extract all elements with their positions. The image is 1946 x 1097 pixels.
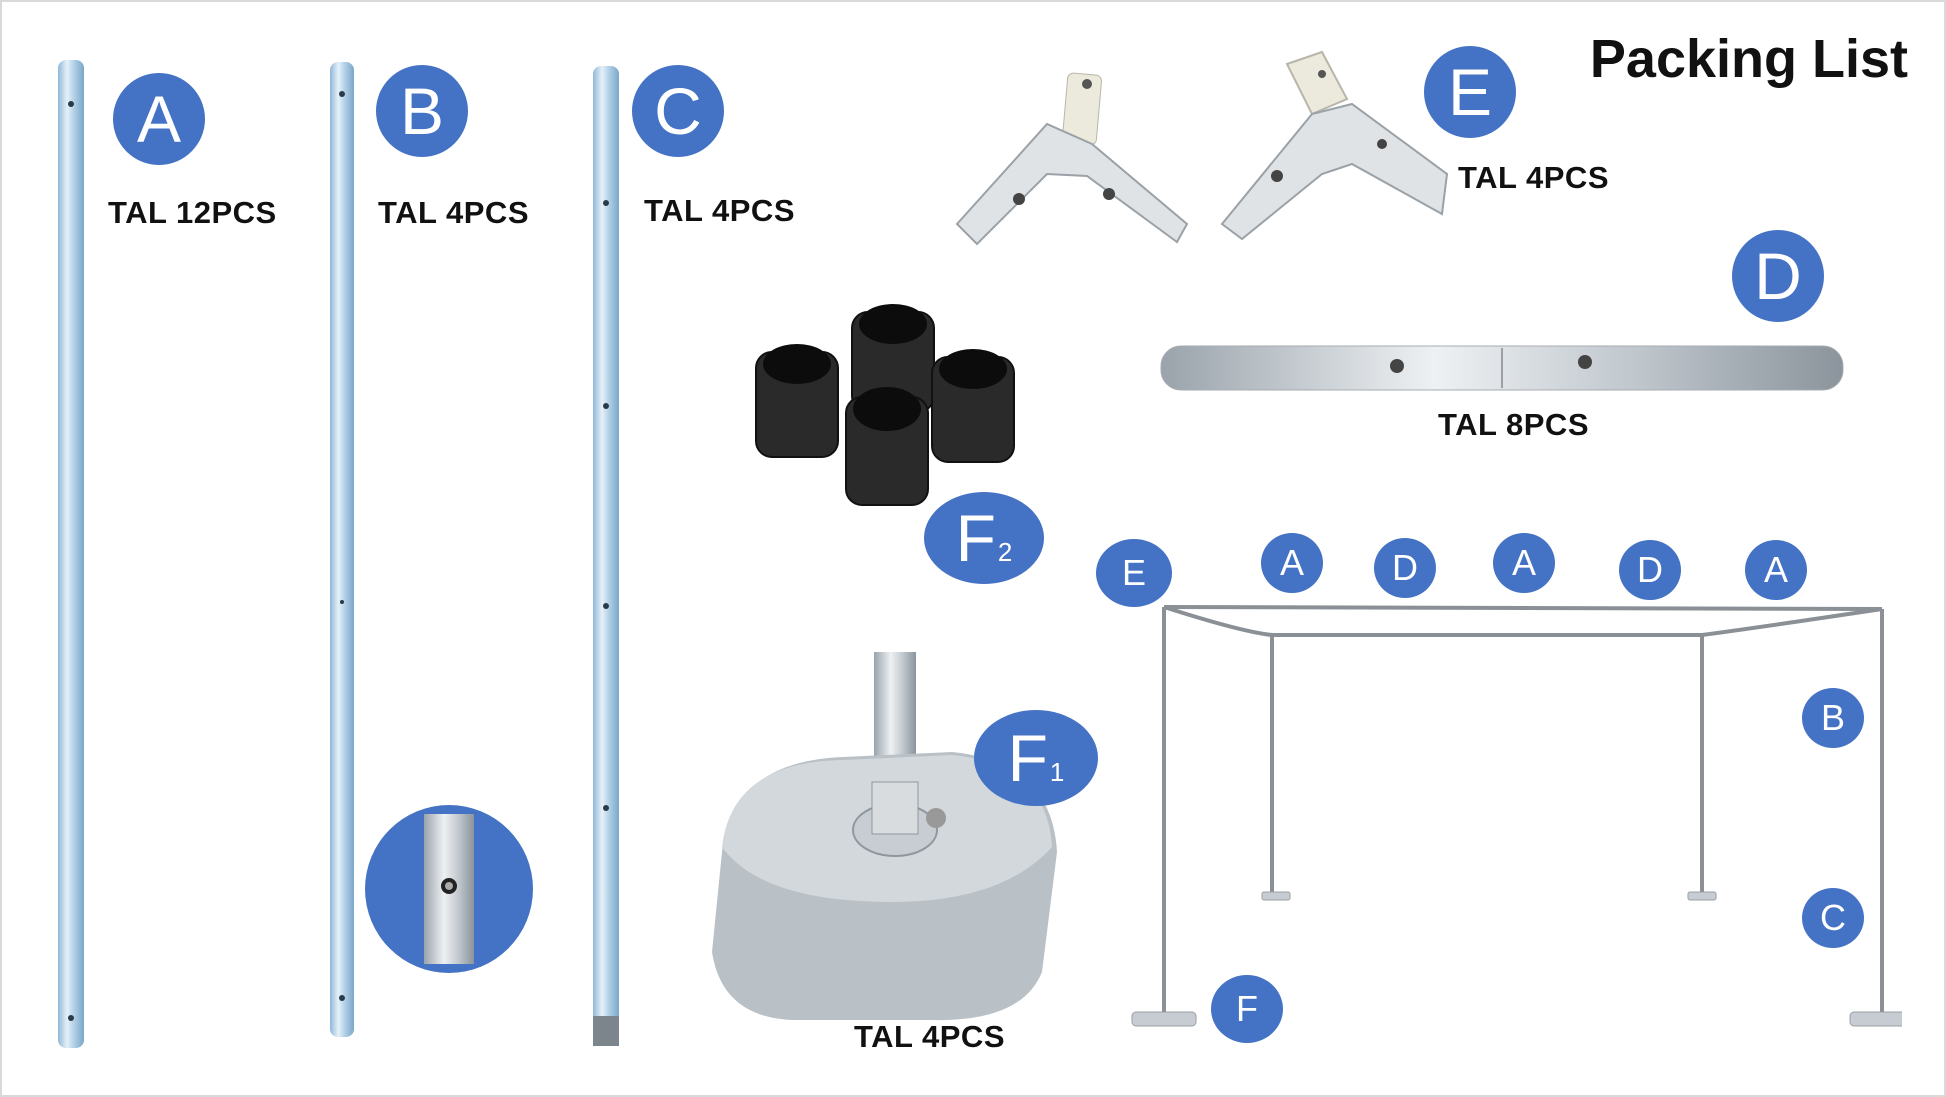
corner-connector-image-1 [955, 72, 1189, 246]
straight-connector-image [1160, 345, 1844, 391]
part-a-badge: A [113, 73, 205, 165]
assembly-b-badge: B [1802, 688, 1864, 748]
assembly-a1-badge: A [1261, 533, 1323, 593]
assembly-d1-badge: D [1374, 538, 1436, 598]
part-c-quantity: TAL 4PCS [644, 193, 795, 228]
part-d-quantity: TAL 8PCS [1438, 407, 1589, 442]
assembly-a3-letter: A [1763, 549, 1788, 590]
assembly-c-letter: C [1820, 897, 1846, 938]
part-d-badge: D [1732, 230, 1824, 322]
part-e-quantity: TAL 4PCS [1458, 160, 1609, 195]
assembly-a2-badge: A [1493, 533, 1555, 593]
base-foot-image [712, 652, 1057, 1021]
assembly-d2-badge: D [1619, 540, 1681, 600]
part-b-quantity: TAL 4PCS [378, 195, 529, 230]
tube-a-image [58, 60, 84, 1048]
assembly-d1-letter: D [1392, 547, 1418, 588]
assembly-a2-letter: A [1511, 542, 1536, 583]
assembly-a3-badge: A [1745, 540, 1807, 600]
part-c-badge: C [632, 65, 724, 157]
part-e-letter: E [1447, 55, 1493, 129]
part-b-letter: B [399, 74, 445, 148]
part-b-badge: B [376, 65, 468, 157]
assembly-f-badge: F [1211, 975, 1283, 1043]
pin-detail-image [365, 805, 533, 973]
tube-b-image [330, 62, 354, 1037]
assembled-frame-diagram [1131, 605, 1902, 1027]
page-title: Packing List [1589, 29, 1908, 89]
assembly-d2-letter: D [1637, 549, 1663, 590]
assembly-b-letter: B [1820, 697, 1845, 738]
part-c-letter: C [654, 74, 702, 148]
corner-connector-image-2 [1220, 50, 1449, 241]
assembly-e-badge: E [1096, 539, 1172, 607]
part-e-badge: E [1424, 46, 1516, 138]
tube-c-image [593, 66, 619, 1046]
part-f1-quantity: TAL 4PCS [854, 1019, 1005, 1054]
assembly-f-letter: F [1236, 988, 1258, 1029]
part-a-quantity: TAL 12PCS [108, 195, 277, 230]
part-a-letter: A [136, 82, 182, 156]
part-f2-letter: F [955, 501, 996, 575]
assembly-e-letter: E [1121, 552, 1146, 593]
part-f2-subscript: 2 [997, 536, 1013, 567]
part-f1-letter: F [1007, 721, 1048, 795]
assembly-a1-letter: A [1279, 542, 1304, 583]
assembly-c-badge: C [1802, 888, 1864, 948]
part-f1-subscript: 1 [1049, 756, 1065, 787]
part-d-letter: D [1754, 239, 1802, 313]
rubber-caps-image [755, 304, 1015, 506]
